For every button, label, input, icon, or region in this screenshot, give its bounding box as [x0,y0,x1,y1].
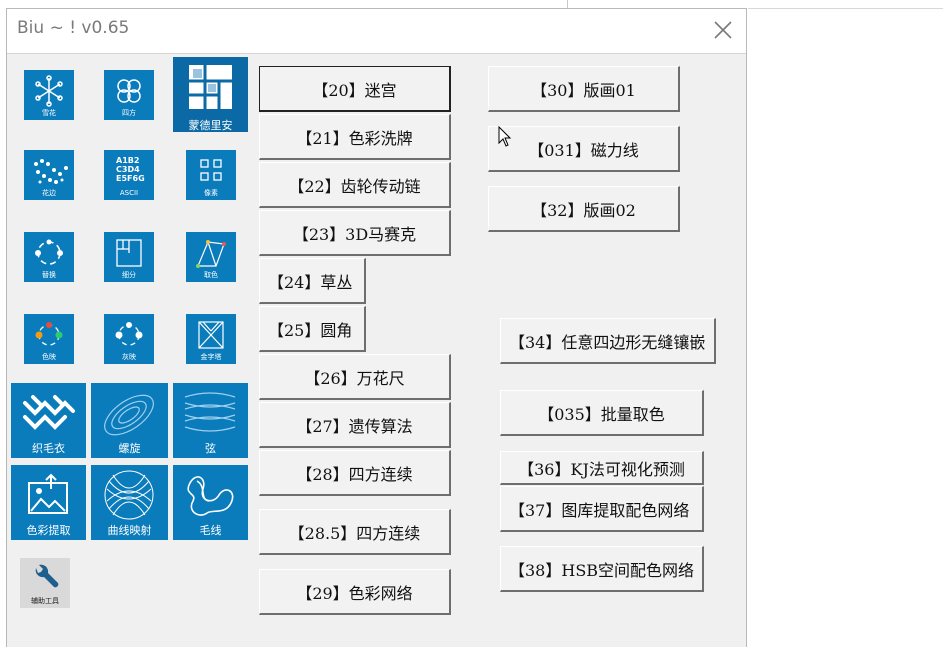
button-25-round-corner[interactable]: 【25】圆角 [259,306,366,352]
tile-knit[interactable]: 织毛衣 [11,383,86,458]
tile-label: 雪花 [42,109,56,117]
button-28-pattern-repeat[interactable]: 【28】四方连续 [259,450,451,496]
tile-pyramid[interactable]: 金字塔 [186,314,236,364]
wrench-icon [35,564,59,588]
pyramid-icon [198,321,224,349]
svg-text:E5F6G: E5F6G [116,174,145,183]
svg-text:A1B2: A1B2 [116,156,139,165]
tile-label: 蒙德里安 [188,119,233,132]
tile-string[interactable]: 弦 [173,383,248,458]
tile-yarn[interactable]: 毛线 [173,465,248,540]
color-map-icon [35,322,63,346]
button-36-kj-visual-forecast[interactable]: 【36】KJ法可视化预测 [500,451,704,485]
curve-map-icon [104,470,154,520]
tile-label: 金字塔 [200,353,222,361]
tile-color-pick[interactable]: 取色 [186,232,236,282]
button-30-print-01[interactable]: 【30】版画01 [488,66,680,112]
tile-label: 曲线映射 [107,524,152,537]
title-bar: Biu ~ ! v0.65 [7,9,746,54]
background-divider [567,0,568,8]
tile-spiral[interactable]: 螺旋 [91,383,168,458]
svg-text:C3D4: C3D4 [116,165,140,174]
window-title: Biu ~ ! v0.65 [17,18,130,38]
subdivide-icon [116,239,142,267]
tile-label: 花边 [42,189,56,197]
pixel-icon [200,159,222,181]
yarn-icon [187,476,234,516]
tile-pixel[interactable]: 像素 [186,150,236,200]
button-38-hsb-color-network[interactable]: 【38】HSB空间配色网络 [500,546,704,592]
tile-four-circles[interactable]: 四方 [104,70,154,120]
button-29-color-network[interactable]: 【29】色彩网络 [259,569,451,615]
tile-label: 色映 [42,353,56,361]
spiral-icon [104,394,154,436]
tile-label: 螺旋 [118,442,141,455]
button-24-grass[interactable]: 【24】草丛 [259,258,366,304]
close-icon [714,21,732,39]
button-32-print-02[interactable]: 【32】版画02 [488,186,680,232]
tile-color-extract[interactable]: 色彩提取 [11,465,86,540]
button-22-gear-chain[interactable]: 【22】齿轮传动链 [259,162,451,208]
tile-mondrian[interactable]: 蒙德里安 [173,57,248,132]
gray-map-icon [115,322,143,346]
close-button[interactable] [712,19,734,41]
background-divider [748,8,943,9]
four-circles-icon [117,79,141,103]
button-035-batch-color-pick[interactable]: 【035】批量取色 [500,390,704,436]
tile-subdivide[interactable]: 细分 [104,232,154,282]
button-23-3d-mosaic[interactable]: 【23】3D马赛克 [259,210,451,256]
tile-replace[interactable]: 替换 [24,232,74,282]
tile-snowflake[interactable]: 雪花 [24,70,74,120]
mondrian-grid-icon [189,65,232,109]
string-wave-icon [184,392,236,432]
button-26-spirograph[interactable]: 【26】万花尺 [259,354,451,400]
tile-label: 弦 [205,442,216,455]
tile-label: 辅助工具 [31,597,59,605]
tile-label: 毛线 [199,524,222,537]
tile-label: 替换 [42,271,56,279]
snowflake-icon [35,75,63,107]
button-27-genetic-algorithm[interactable]: 【27】遗传算法 [259,402,451,448]
tile-label: 织毛衣 [32,442,65,455]
tile-label: 像素 [204,189,218,197]
color-pick-icon [196,240,226,268]
button-28-5-pattern-repeat[interactable]: 【28.5】四方连续 [259,509,451,555]
mouse-pointer-icon [498,126,512,147]
tile-tools[interactable]: 辅助工具 [20,558,70,608]
button-20-maze[interactable]: 【20】迷宫 [259,66,451,112]
tile-lace[interactable]: 花边 [24,150,74,200]
button-34-quad-tessellation[interactable]: 【34】任意四边形无缝镶嵌 [500,318,716,364]
tile-curve-map[interactable]: 曲线映射 [91,465,168,540]
knit-icon [23,395,75,430]
lace-dots-icon [34,159,68,184]
button-21-color-shuffle[interactable]: 【21】色彩洗牌 [259,114,451,160]
tile-label: 色彩提取 [26,524,71,537]
tile-label: 细分 [122,271,136,279]
tile-label: 灰映 [122,353,136,361]
tile-gray-map[interactable]: 灰映 [104,314,154,364]
button-031-magnetic-lines[interactable]: 【031】磁力线 [488,126,680,172]
image-extract-icon [28,473,68,514]
button-37-gallery-color-network[interactable]: 【37】图库提取配色网络 [500,486,704,532]
replace-cycle-icon [35,239,63,265]
tile-color-map[interactable]: 色映 [24,314,74,364]
tile-label: 四方 [122,109,136,117]
tile-label: ASCII [119,189,139,197]
tile-label: 取色 [204,271,218,279]
